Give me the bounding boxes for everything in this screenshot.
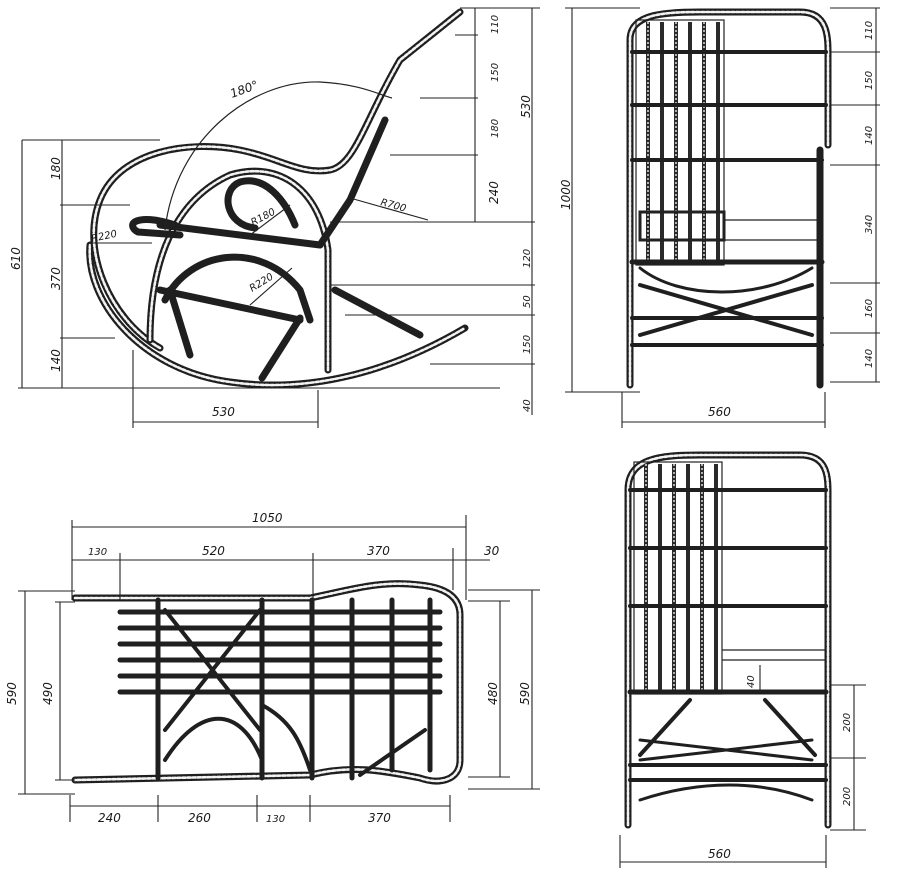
- front-r-340: 340: [864, 215, 875, 234]
- plan-view: 1050 130 520 370 30 590 490 480 590: [5, 511, 540, 825]
- side-base-530: 530: [212, 405, 235, 419]
- front-r-110: 110: [864, 21, 875, 40]
- side-left-140: 140: [49, 349, 63, 372]
- plan-bottom-130: 130: [266, 814, 285, 825]
- plan-top-130: 130: [88, 547, 107, 558]
- front-r-140: 140: [864, 126, 875, 145]
- plan-right-480: 480: [486, 682, 500, 705]
- side-right-110: 110: [490, 15, 501, 34]
- plan-left-590: 590: [5, 682, 19, 705]
- side-radius-r220b: R220: [248, 271, 276, 294]
- plan-top-30: 30: [484, 544, 500, 558]
- side-right-150: 150: [490, 63, 501, 82]
- side-right-530: 530: [519, 95, 533, 118]
- side-right-40: 40: [522, 399, 533, 412]
- side-left-180: 180: [49, 157, 63, 180]
- back-r-200b: 200: [842, 787, 853, 806]
- side-right-240: 240: [487, 181, 501, 204]
- plan-top-370: 370: [367, 544, 390, 558]
- side-left-370: 370: [49, 267, 63, 290]
- side-view: 180° R220 R180 R220 R700 610 180 370 140…: [9, 7, 540, 428]
- plan-left-490: 490: [41, 682, 55, 705]
- plan-bottom-260: 260: [188, 811, 211, 825]
- plan-right-590: 590: [518, 682, 532, 705]
- plan-top-520: 520: [202, 544, 225, 558]
- side-radius-r700: R700: [379, 197, 407, 214]
- side-left-610: 610: [9, 247, 23, 270]
- back-gap-40: 40: [746, 675, 757, 688]
- side-right-150b: 150: [522, 335, 533, 354]
- back-width-560: 560: [708, 847, 731, 861]
- front-view: 1000 560 110 150 140 340 160 140: [559, 7, 880, 428]
- side-right-50: 50: [522, 295, 533, 308]
- back-view: 40 200 200 560: [619, 451, 866, 868]
- plan-overall-1050: 1050: [252, 511, 283, 525]
- plan-bottom-370: 370: [368, 811, 391, 825]
- side-right-120: 120: [522, 249, 533, 268]
- side-radius-r220a: R220: [90, 229, 118, 245]
- back-r-200a: 200: [842, 713, 853, 732]
- plan-bottom-240: 240: [98, 811, 121, 825]
- front-overall-1000: 1000: [559, 179, 573, 210]
- front-width-560: 560: [708, 405, 731, 419]
- front-r-150: 150: [864, 71, 875, 90]
- side-right-180: 180: [490, 119, 501, 138]
- front-r-160: 160: [864, 299, 875, 318]
- front-r-140b: 140: [864, 349, 875, 368]
